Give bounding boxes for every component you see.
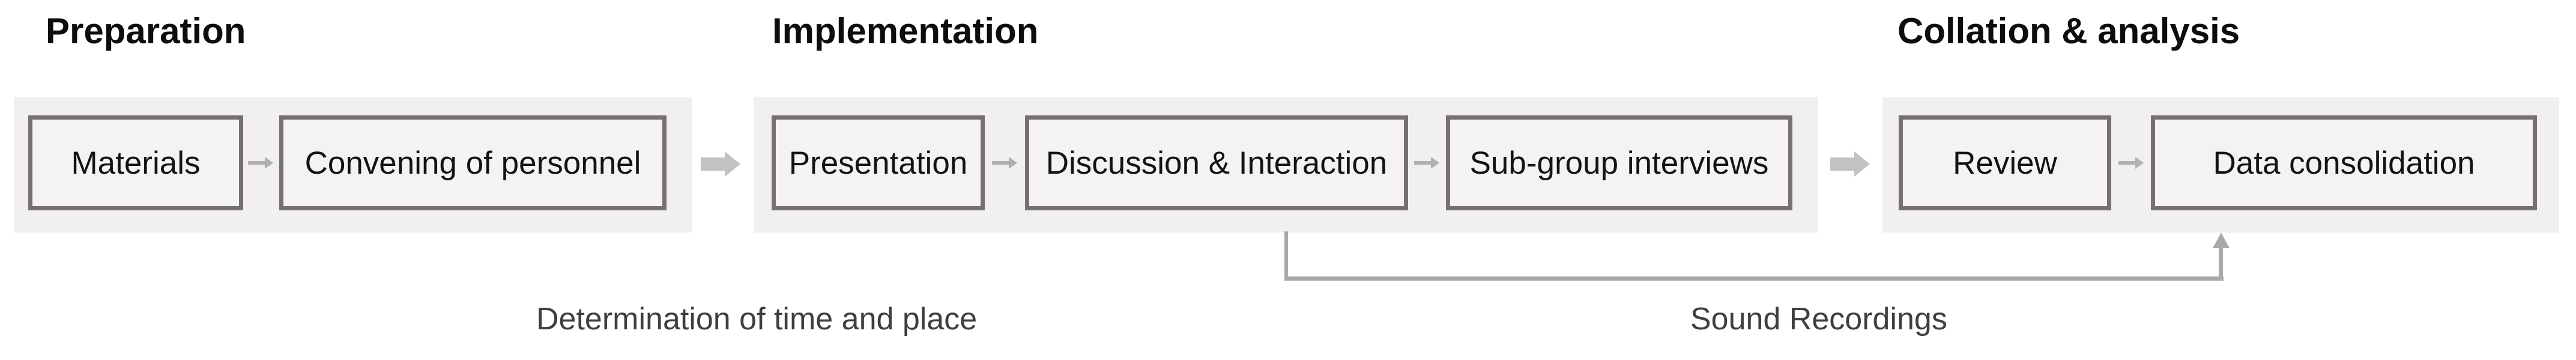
step-box-review: Review — [1899, 115, 2111, 210]
phase-title-preparation: Preparation — [46, 11, 246, 51]
step-label: Discussion & Interaction — [1045, 145, 1388, 181]
arrow-shaft — [248, 161, 265, 165]
connector-arrow-up-icon — [2213, 233, 2230, 248]
step-box-sub-group-interviews: Sub-group interviews — [1446, 115, 1792, 210]
arrow-shaft — [1830, 157, 1854, 171]
arrow-shaft — [1414, 161, 1431, 165]
step-label: Presentation — [788, 145, 968, 181]
panel-implementation: Presentation Discussion & Interaction Su… — [754, 97, 1818, 233]
step-label: Materials — [71, 145, 201, 181]
arrow-head — [1431, 157, 1439, 169]
arrow-right-icon — [1414, 157, 1439, 169]
step-label: Sub-group interviews — [1469, 145, 1769, 181]
annotation-determination-time-place: Determination of time and place — [536, 302, 978, 337]
step-box-discussion-interaction: Discussion & Interaction — [1025, 115, 1408, 210]
arrow-right-icon — [2118, 157, 2144, 169]
step-box-materials: Materials — [28, 115, 243, 210]
arrow-head — [1854, 151, 1870, 177]
phase-arrow-right-icon — [1830, 151, 1870, 177]
phase-title-collation-analysis: Collation & analysis — [1897, 11, 2240, 51]
arrow-head — [2135, 157, 2144, 169]
step-box-presentation: Presentation — [772, 115, 985, 210]
arrow-shaft — [992, 161, 1009, 165]
annotation-sound-recordings: Sound Recordings — [1690, 302, 1947, 337]
step-label: Convening of personnel — [304, 145, 641, 181]
panel-collation-analysis: Review Data consolidation — [1882, 97, 2559, 233]
panel-preparation: Materials Convening of personnel — [14, 97, 692, 233]
connector-line-vertical-left — [1284, 231, 1288, 281]
step-label: Review — [1953, 145, 2057, 181]
connector-line-horizontal — [1284, 276, 2224, 281]
phase-title-implementation: Implementation — [772, 11, 1039, 51]
arrow-right-icon — [248, 157, 273, 169]
arrow-right-icon — [992, 157, 1017, 169]
connector-line-vertical-right — [2219, 246, 2223, 276]
arrow-shaft — [701, 157, 725, 171]
step-box-data-consolidation: Data consolidation — [2151, 115, 2537, 210]
arrow-head — [725, 151, 740, 177]
step-label: Data consolidation — [2213, 145, 2475, 181]
step-box-convening-of-personnel: Convening of personnel — [279, 115, 667, 210]
arrow-head — [265, 157, 273, 169]
arrow-head — [1009, 157, 1017, 169]
arrow-shaft — [2118, 161, 2135, 165]
phase-arrow-right-icon — [701, 151, 740, 177]
